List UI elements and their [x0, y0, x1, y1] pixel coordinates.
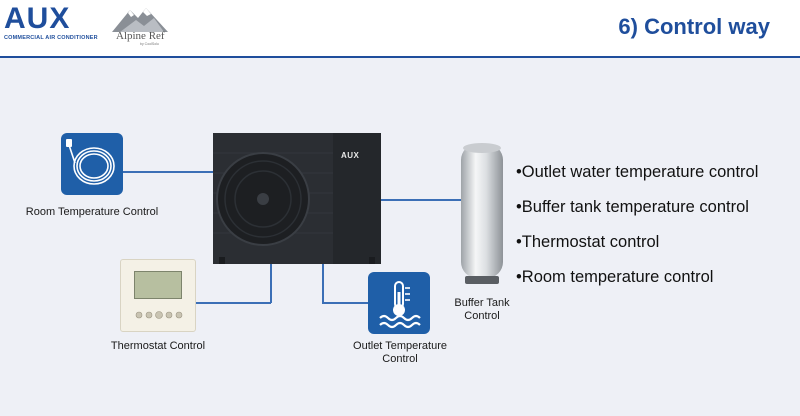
mountain-icon	[112, 8, 168, 32]
list-item: •Room temperature control	[516, 268, 714, 286]
outlet-control-tile	[368, 272, 430, 334]
alpine-ref-name: Alpine Ref	[116, 30, 165, 42]
connector-tank	[380, 199, 462, 201]
heat-pump-brand: AUX	[341, 151, 360, 160]
list-item: •Thermostat control	[516, 233, 660, 251]
aux-wordmark: AUX	[4, 2, 71, 35]
header-divider	[0, 56, 800, 58]
heat-pump-fan-icon	[213, 133, 381, 264]
connector-thermostat-h	[196, 302, 271, 304]
outlet-label-line2: Control	[382, 353, 418, 365]
thermostat-label: Thermostat Control	[110, 340, 206, 352]
room-control-tile	[61, 133, 123, 195]
tank-label-line1: Buffer Tank	[454, 297, 510, 309]
thermostat-screen	[134, 271, 182, 299]
outlet-label-line1: Outlet Temperature	[353, 340, 447, 352]
page-title: 6) Control way	[618, 14, 770, 39]
connector-outlet-h	[322, 302, 368, 304]
control-methods-list: •Outlet water temperature control •Buffe…	[516, 155, 800, 295]
alpine-ref-logo: Alpine Ref by CoolSolu	[110, 4, 170, 48]
room-control-label: Room Temperature Control	[25, 206, 159, 218]
connector-thermostat-v	[270, 262, 272, 303]
connector-outlet-v	[322, 262, 324, 303]
connector-room	[123, 171, 215, 173]
list-item: •Buffer tank temperature control	[516, 198, 749, 216]
buffer-tank-icon	[461, 143, 503, 284]
aux-subtitle: COMMERCIAL AIR CONDITIONER	[4, 35, 98, 41]
water-thermometer-icon	[379, 281, 421, 329]
thermostat-device	[120, 259, 196, 332]
buffer-tank	[459, 140, 505, 286]
thermostat-buttons-icon	[135, 311, 183, 319]
aux-logo: AUX COMMERCIAL AIR CONDITIONER	[4, 4, 108, 44]
cable-coil-icon	[66, 139, 115, 185]
alpine-ref-tagline: by CoolSolu	[140, 42, 159, 46]
list-item: •Outlet water temperature control	[516, 163, 759, 181]
heat-pump-unit: AUX	[213, 133, 381, 264]
tank-label-line2: Control	[464, 310, 500, 322]
